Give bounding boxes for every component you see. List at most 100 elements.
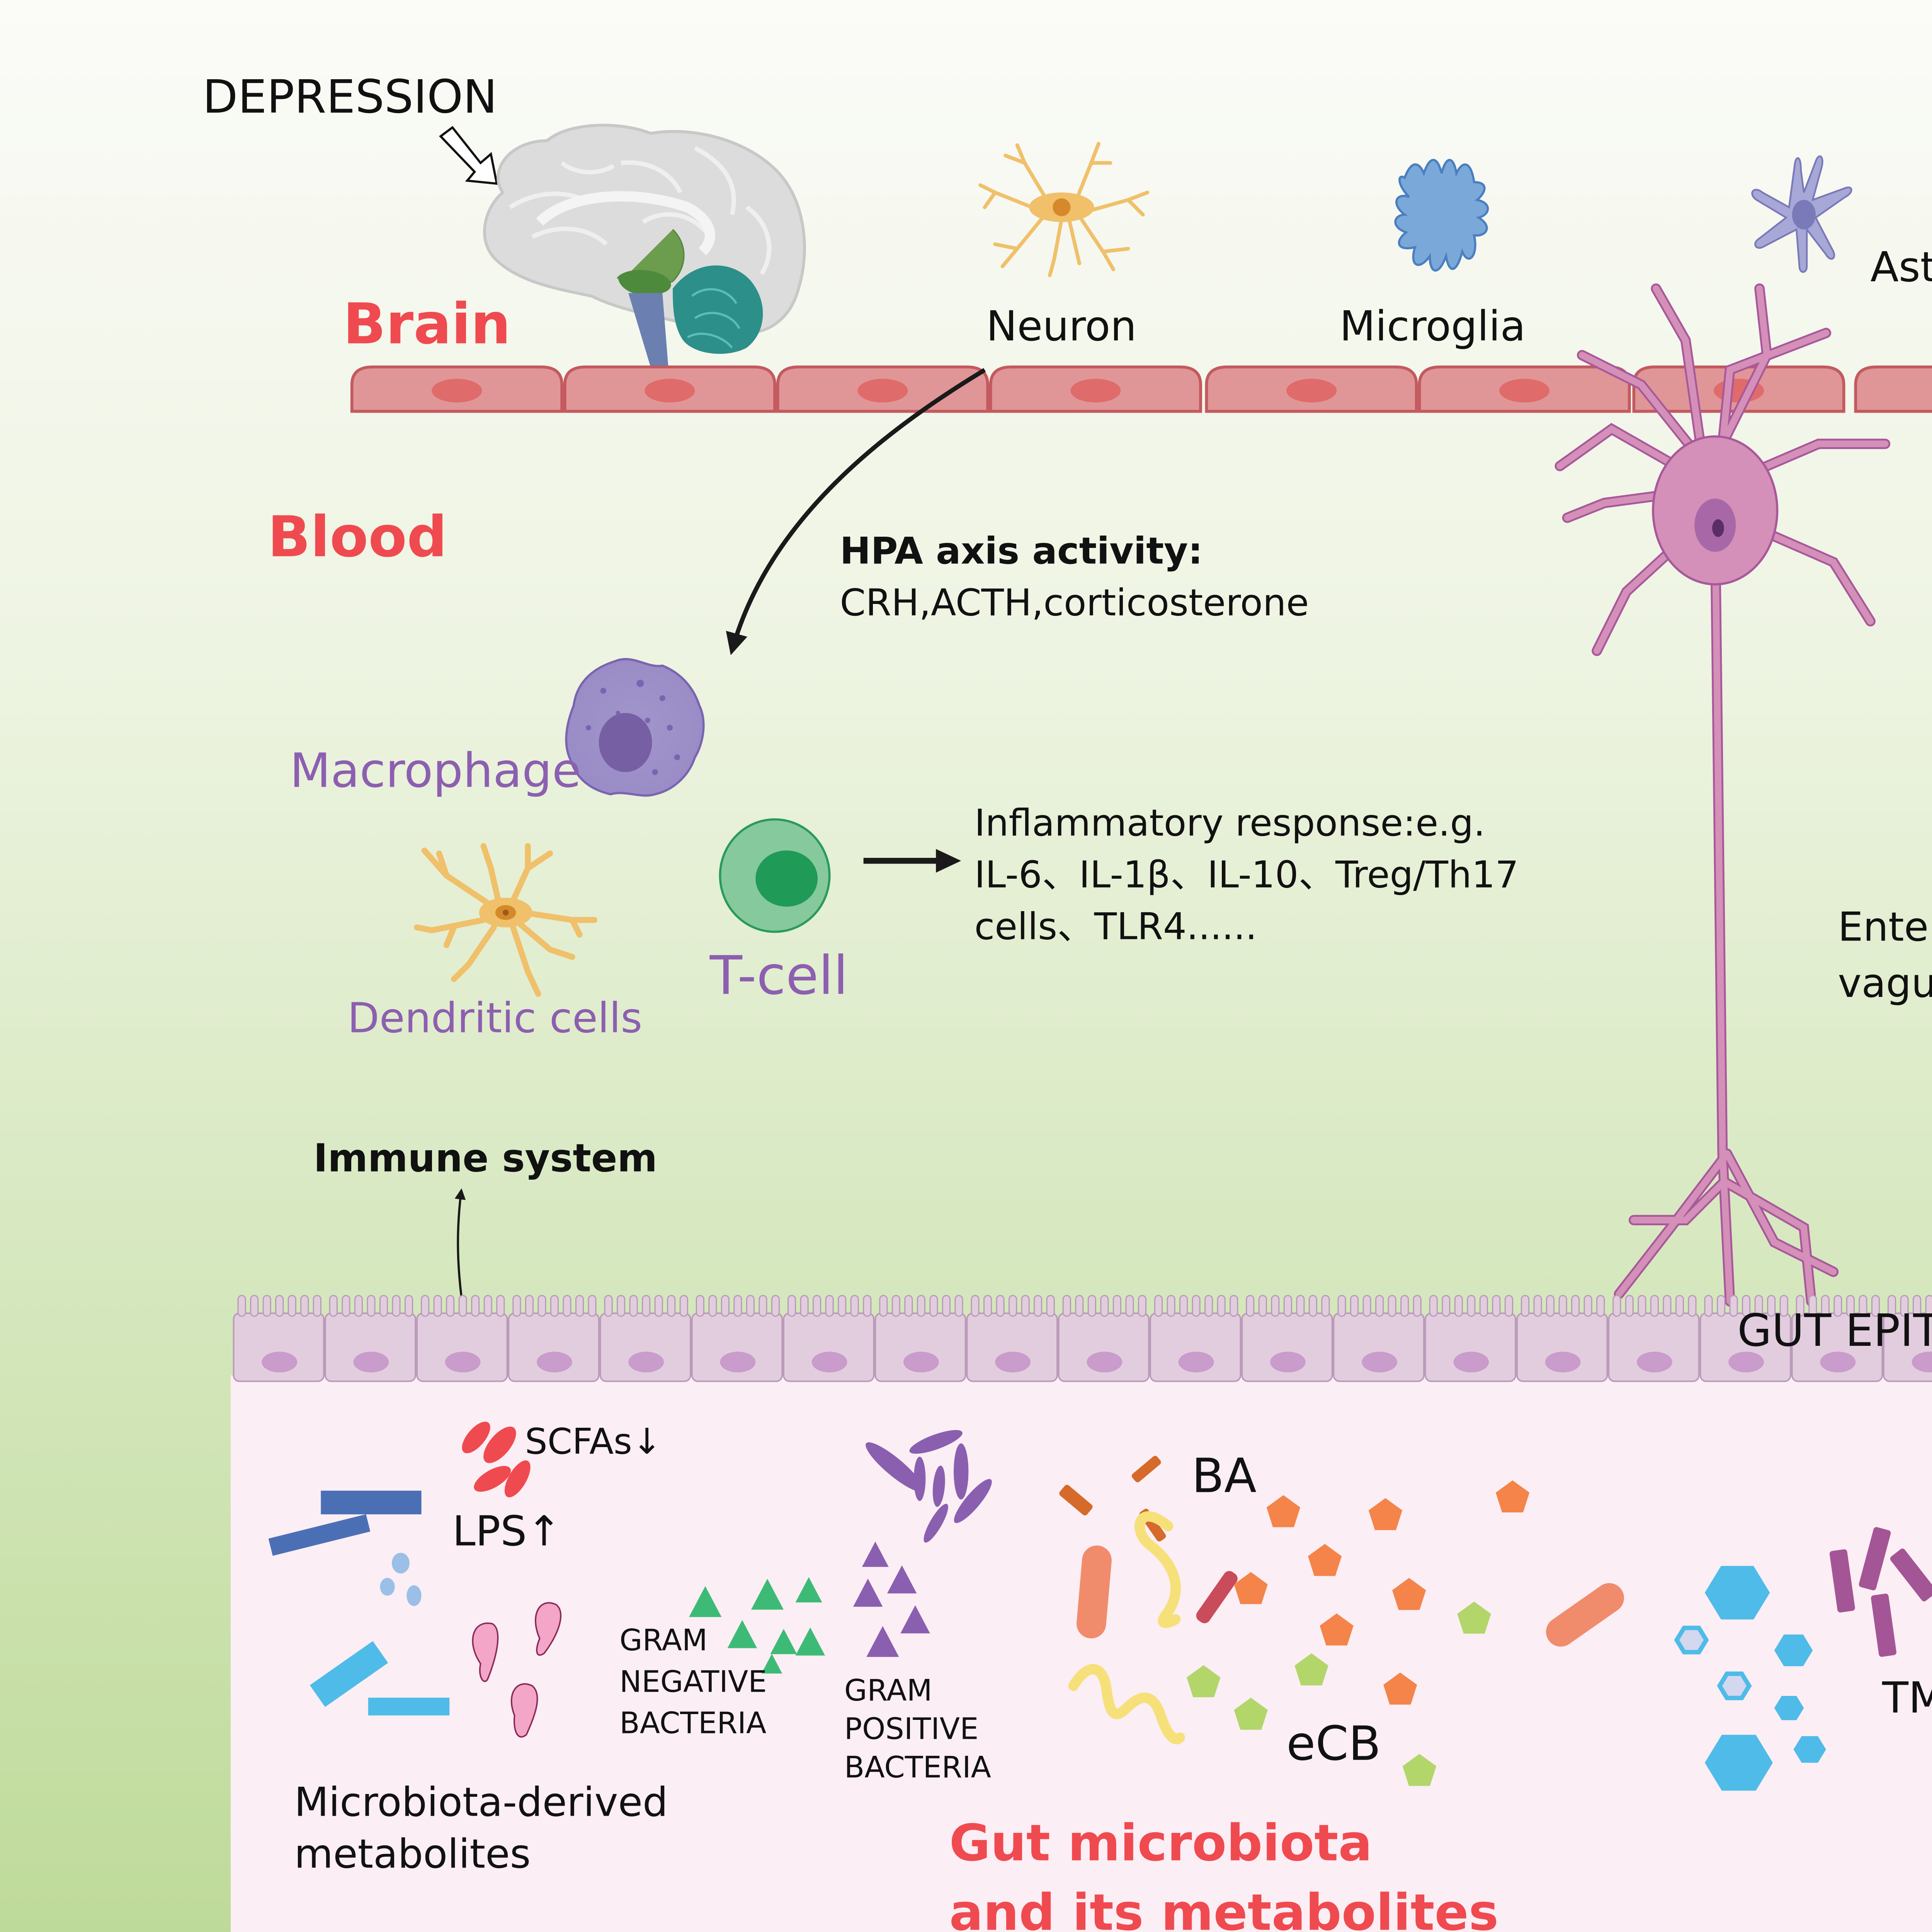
brain-icon <box>483 124 806 367</box>
epithelial-nucleus <box>262 1352 298 1372</box>
microvillus <box>1754 1295 1763 1317</box>
tmao-hexagons <box>1674 1566 1826 1791</box>
microvillus <box>1442 1295 1451 1317</box>
microvillus <box>1400 1295 1409 1317</box>
microvillus <box>1663 1295 1672 1317</box>
microvillus <box>1350 1295 1359 1317</box>
hexagon-small <box>1774 1696 1804 1720</box>
microvillus <box>1204 1295 1213 1317</box>
microvillus <box>379 1295 388 1317</box>
microvillus <box>275 1295 284 1317</box>
gut-epithelium-label: GUT EPITHELIUW <box>1737 1305 1932 1357</box>
microvillus <box>1034 1295 1043 1317</box>
microvillus <box>1467 1295 1476 1317</box>
microvillus <box>1100 1295 1109 1317</box>
brain-label: Brain <box>343 291 511 357</box>
microvillus <box>1504 1295 1514 1317</box>
microglia-label: Microglia <box>1340 303 1526 350</box>
hexagon-small <box>1793 1736 1826 1763</box>
microvillus <box>1337 1295 1346 1317</box>
orange-pentagon <box>1320 1613 1354 1646</box>
metabolite-dots <box>380 1553 422 1606</box>
microvillus <box>1871 1295 1880 1317</box>
microvillus <box>1571 1295 1580 1317</box>
microvillus <box>512 1295 521 1317</box>
microvillus <box>433 1295 442 1317</box>
microvillus <box>1821 1295 1830 1317</box>
epithelial-nucleus <box>537 1352 572 1372</box>
microvillus <box>1258 1295 1267 1317</box>
microvillus <box>1388 1295 1396 1317</box>
bbb-cell <box>1854 365 1932 413</box>
gram-negative-bacteria <box>689 1577 825 1674</box>
microvillus <box>1375 1295 1384 1317</box>
microvillus <box>563 1295 571 1317</box>
epithelial-cell <box>874 1295 966 1382</box>
bbb-cell-nucleus <box>1499 379 1550 403</box>
microvillus <box>1429 1295 1438 1317</box>
green-pentagon <box>1234 1697 1268 1730</box>
microvillus <box>537 1295 546 1317</box>
microvillus <box>629 1295 638 1317</box>
orange-pentagon <box>1234 1572 1268 1604</box>
microvillus <box>250 1295 259 1317</box>
microvillus <box>1546 1295 1555 1317</box>
microvillus <box>1716 1295 1726 1317</box>
gram-positive-triangle <box>866 1626 899 1657</box>
gut-microbiota-title-line1: Gut microbiota <box>949 1813 1372 1872</box>
hpa-title: HPA axis activity: <box>840 529 1202 573</box>
microvillus <box>575 1295 584 1317</box>
microvillus <box>1638 1295 1646 1317</box>
inflammatory-line1: Inflammatory response:e.g. <box>975 801 1485 845</box>
microvillus <box>863 1295 872 1317</box>
microvillus <box>1296 1295 1305 1317</box>
microvillus <box>1558 1295 1567 1317</box>
microvillus <box>954 1295 963 1317</box>
microvillus <box>458 1295 467 1317</box>
epithelial-cell <box>324 1295 417 1382</box>
epithelial-nucleus <box>1820 1352 1856 1372</box>
microvillus <box>1217 1295 1226 1317</box>
epithelial-nucleus <box>353 1352 389 1372</box>
microvillus <box>1046 1295 1055 1317</box>
microvillus <box>313 1295 321 1317</box>
bbb-cell-nucleus <box>1286 379 1337 403</box>
hexagon-large <box>1704 1566 1770 1620</box>
salmon-rod-bacteria <box>1077 1545 1624 1647</box>
orange-pentagons <box>1234 1480 1530 1705</box>
neuron-icon <box>978 142 1150 277</box>
microvillus <box>942 1295 951 1317</box>
epithelial-nucleus <box>628 1352 664 1372</box>
ba-label: BA <box>1192 1448 1257 1503</box>
bbb-cell <box>350 365 563 413</box>
microvillus <box>904 1295 913 1317</box>
epithelial-nucleus <box>1453 1352 1489 1372</box>
epithelial-cell <box>1424 1295 1517 1382</box>
gut-microbiota-title-line2: and its metabolites <box>949 1883 1499 1932</box>
gram-negative-triangle <box>795 1577 822 1602</box>
tcell-label: T-cell <box>709 945 848 1007</box>
microvillus <box>1413 1295 1422 1317</box>
microvillus <box>329 1295 338 1317</box>
inflammatory-line3: cells、TLR4...... <box>975 905 1257 948</box>
microvillus <box>1479 1295 1488 1317</box>
microvillus <box>1913 1295 1922 1317</box>
microvillus <box>1230 1295 1238 1317</box>
hpa-arrow <box>726 368 986 655</box>
gram-negative-triangle <box>770 1629 797 1654</box>
microvillus <box>879 1295 888 1317</box>
green-pentagon <box>1187 1665 1221 1697</box>
microvillus <box>1271 1295 1280 1317</box>
epithelial-nucleus <box>1362 1352 1398 1372</box>
bbb-cell-nucleus <box>857 379 908 403</box>
astrocyte-icon <box>1751 155 1852 273</box>
orange-pentagon <box>1383 1672 1417 1705</box>
microvillus <box>1179 1295 1188 1317</box>
microvillus <box>929 1295 938 1317</box>
microvillus <box>1808 1295 1817 1317</box>
microvillus <box>917 1295 926 1317</box>
gram-positive-line3: BACTERIA <box>844 1750 991 1785</box>
gut-epithelium <box>233 1295 1932 1382</box>
epithelial-nucleus <box>903 1352 939 1372</box>
microvillus <box>1112 1295 1122 1317</box>
